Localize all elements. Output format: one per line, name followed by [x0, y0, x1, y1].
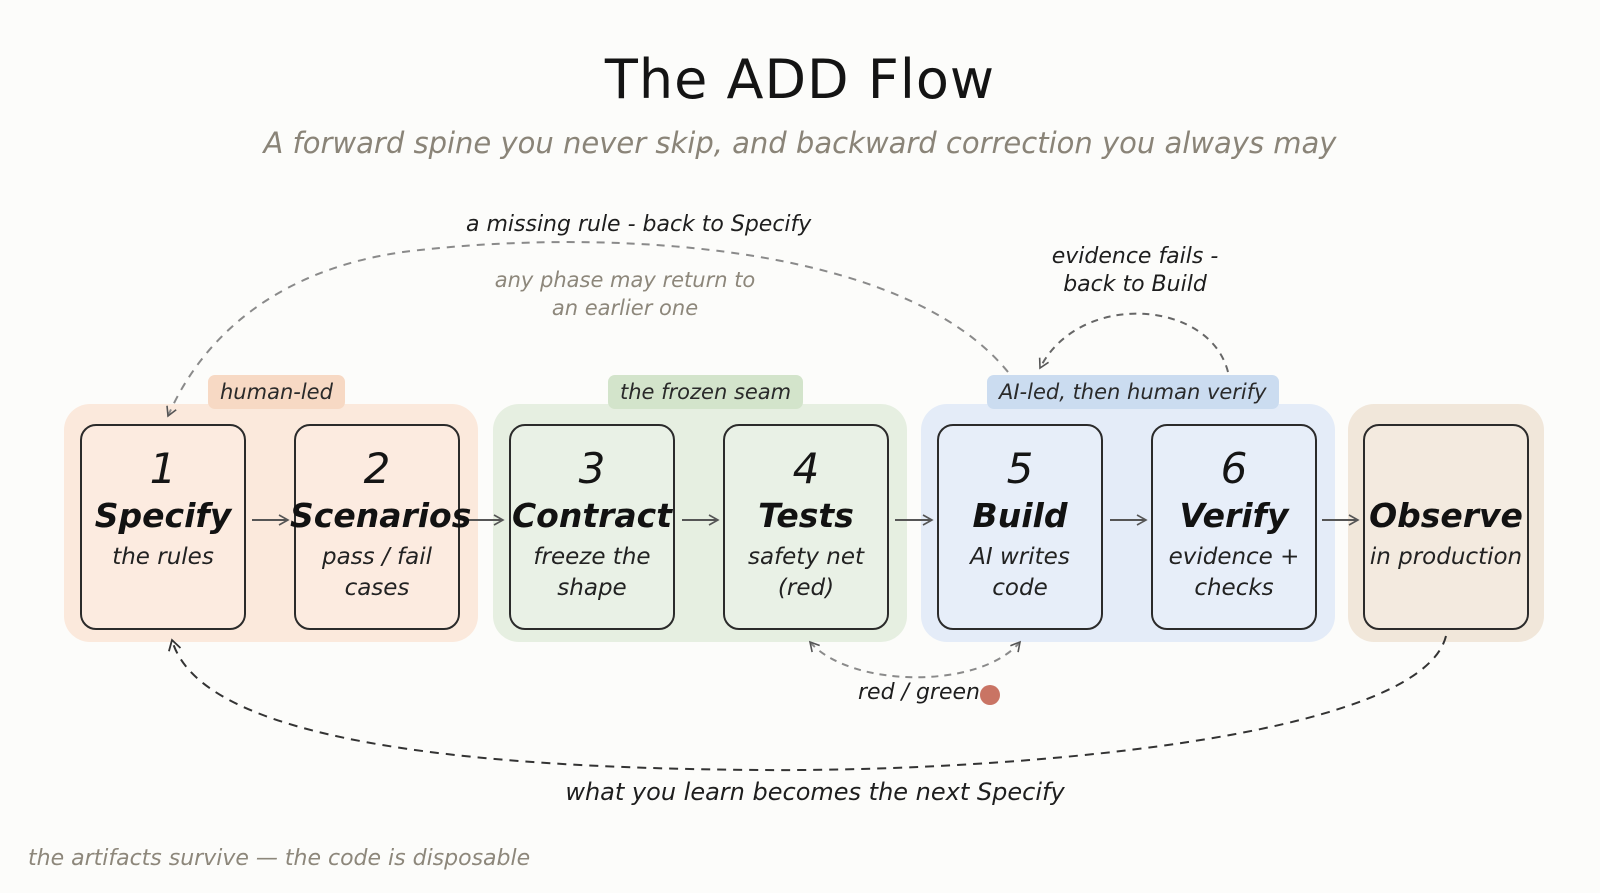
phase-number: 4	[792, 444, 820, 493]
phase-box-contract: 3 Contract freeze the shape	[509, 424, 675, 630]
phase-desc: in production	[1369, 544, 1523, 570]
phase-desc: freeze the shape	[533, 544, 651, 601]
phase-name: Specify	[94, 496, 232, 535]
evidence-fails-loop	[1038, 312, 1229, 373]
phase-name: Contract	[511, 496, 673, 535]
tag-ai-led: AI-led, then human verify	[987, 375, 1279, 409]
red-green-label: red / green	[858, 680, 980, 705]
phase-desc: AI writes code	[970, 544, 1070, 601]
missing-rule-loop	[166, 241, 1009, 418]
phase-desc: the rules	[112, 544, 214, 570]
page-title: The ADD Flow	[604, 48, 996, 111]
phase-box-specify: 1 Specify the rules	[80, 424, 246, 630]
phase-box-verify: 6 Verify evidence + checks	[1151, 424, 1317, 630]
phase-number: 3	[578, 444, 606, 493]
footer-note: the artifacts survive — the code is disp…	[28, 846, 531, 871]
phase-desc: evidence + checks	[1168, 544, 1300, 601]
page-subtitle: A forward spine you never skip, and back…	[263, 126, 1337, 160]
any-phase-note: any phase may return to an earlier one	[494, 268, 756, 320]
phase-number: 6	[1220, 444, 1248, 493]
phase-box-observe: Observe in production	[1363, 424, 1529, 630]
red-green-loop	[808, 640, 1022, 679]
phase-name: Scenarios	[290, 496, 472, 535]
phase-box-build: 5 Build AI writes code	[937, 424, 1103, 630]
evidence-fails-label: evidence fails - back to Build	[1051, 244, 1219, 297]
phase-number: 2	[363, 444, 391, 493]
phase-desc: pass / fail cases	[321, 544, 432, 601]
learn-loop-label: what you learn becomes the next Specify	[565, 778, 1065, 806]
phase-number: 5	[1006, 444, 1034, 493]
phase-name: Verify	[1179, 496, 1289, 535]
phase-desc: safety net (red)	[747, 544, 864, 601]
phase-name: Tests	[758, 496, 854, 535]
phase-name: Observe	[1369, 496, 1523, 535]
phase-box-scenarios: 2 Scenarios pass / fail cases	[290, 424, 471, 630]
phase-number: 1	[149, 444, 177, 493]
phase-box-tests: 4 Tests safety net (red)	[723, 424, 889, 630]
missing-rule-label: a missing rule - back to Specify	[466, 212, 812, 237]
tag-human-led: human-led	[208, 375, 345, 409]
tag-frozen-seam: the frozen seam	[608, 375, 804, 409]
red-dot-marker	[980, 685, 1000, 705]
phase-name: Build	[972, 496, 1068, 535]
learn-loop	[168, 635, 1447, 772]
